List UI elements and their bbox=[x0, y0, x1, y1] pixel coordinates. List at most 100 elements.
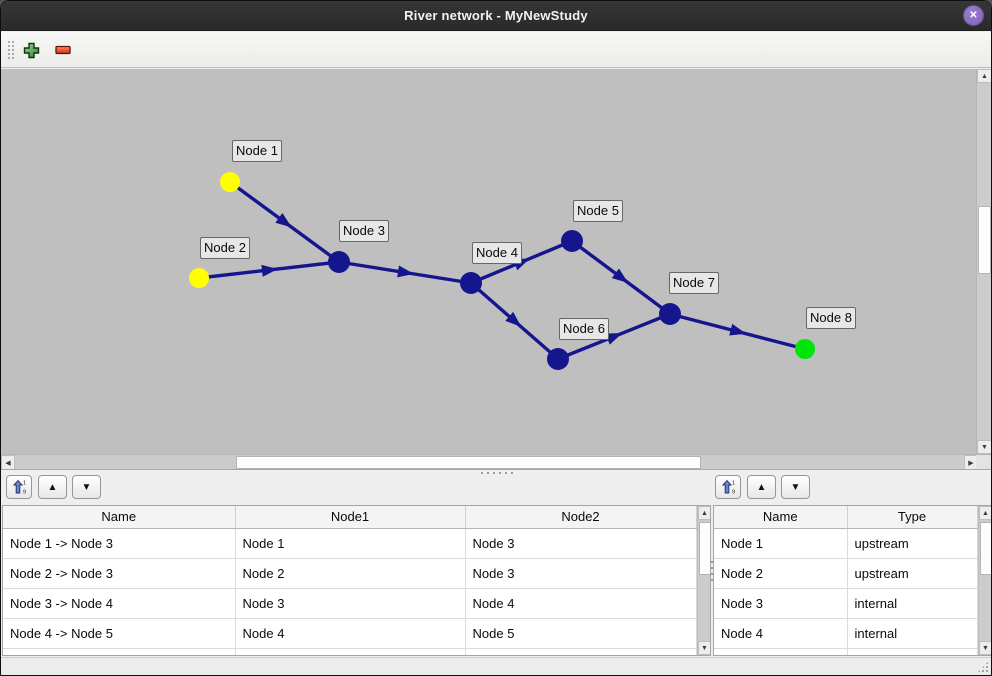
node-node-2[interactable] bbox=[189, 268, 209, 288]
links-move-down-button[interactable]: ▼ bbox=[72, 475, 101, 499]
table-cell[interactable]: Node 3 bbox=[465, 558, 697, 589]
table-cell[interactable]: Node 2 -> Node 3 bbox=[3, 558, 236, 589]
title-bar[interactable]: River network - MyNewStudy ✕ bbox=[1, 1, 991, 31]
table-cell[interactable]: Node 2 bbox=[235, 558, 466, 589]
table-row bbox=[3, 648, 697, 655]
edge-arrow-icon bbox=[397, 265, 414, 278]
column-header[interactable]: Name bbox=[3, 506, 236, 529]
horizontal-scroll-thumb[interactable] bbox=[236, 456, 701, 469]
links-table-scrollbar[interactable]: ▲ ▼ bbox=[696, 506, 710, 655]
edge-arrow-icon bbox=[729, 323, 747, 336]
table-cell[interactable]: Node 4 bbox=[714, 618, 848, 649]
node-label: Node 7 bbox=[669, 272, 719, 294]
edge-arrow-icon bbox=[611, 268, 629, 283]
node-node-1[interactable] bbox=[220, 172, 240, 192]
resize-grip[interactable] bbox=[977, 661, 989, 673]
table-cell[interactable]: Node 3 bbox=[465, 528, 697, 559]
canvas-horizontal-scrollbar[interactable]: ◀ ▶ bbox=[1, 454, 978, 470]
table-cell bbox=[465, 648, 697, 655]
table-cell[interactable]: Node 3 bbox=[714, 588, 848, 619]
node-node-7[interactable] bbox=[659, 303, 681, 325]
edge-arrow-icon bbox=[261, 264, 278, 277]
nodes-table-scrollbar[interactable]: ▲ ▼ bbox=[977, 506, 991, 655]
svg-text:1: 1 bbox=[23, 481, 26, 487]
table-cell[interactable]: Node 1 bbox=[235, 528, 466, 559]
node-node-5[interactable] bbox=[561, 230, 583, 252]
table-cell bbox=[3, 648, 236, 655]
column-header[interactable]: Node2 bbox=[465, 506, 697, 529]
canvas-vertical-scrollbar[interactable]: ▲ ▼ bbox=[976, 69, 991, 454]
left-arrow-icon: ◀ bbox=[5, 459, 11, 467]
scroll-up-button[interactable]: ▲ bbox=[978, 506, 991, 520]
table-cell[interactable]: Node 1 -> Node 3 bbox=[3, 528, 236, 559]
table-cell[interactable]: internal bbox=[847, 588, 978, 619]
table-cell[interactable]: Node 3 bbox=[235, 588, 466, 619]
close-icon: ✕ bbox=[969, 10, 978, 21]
horizontal-splitter[interactable] bbox=[1, 469, 991, 475]
table-cell[interactable]: Node 4 -> Node 5 bbox=[3, 618, 236, 649]
table-cell[interactable]: upstream bbox=[847, 558, 978, 589]
node-node-8[interactable] bbox=[795, 339, 815, 359]
edge-arrow-icon bbox=[505, 311, 522, 327]
svg-text:9: 9 bbox=[732, 490, 735, 496]
scroll-thumb[interactable] bbox=[698, 522, 710, 575]
down-arrow-icon: ▼ bbox=[982, 644, 989, 652]
links-move-up-button[interactable]: ▲ bbox=[38, 475, 67, 499]
node-label: Node 6 bbox=[559, 318, 609, 340]
scroll-left-button[interactable]: ◀ bbox=[1, 455, 15, 470]
table-cell[interactable]: Node 5 bbox=[465, 618, 697, 649]
column-header[interactable]: Node1 bbox=[235, 506, 466, 529]
node-node-3[interactable] bbox=[328, 251, 350, 273]
scroll-thumb[interactable] bbox=[979, 522, 991, 575]
node-node-4[interactable] bbox=[460, 272, 482, 294]
table-cell[interactable]: Node 4 bbox=[235, 618, 466, 649]
nodes-move-up-button[interactable]: ▲ bbox=[747, 475, 776, 499]
right-arrow-icon: ▶ bbox=[968, 459, 974, 467]
node-node-6[interactable] bbox=[547, 348, 569, 370]
table-cell bbox=[714, 648, 848, 655]
remove-button[interactable] bbox=[53, 40, 73, 60]
node-label: Node 5 bbox=[573, 200, 623, 222]
table-cell[interactable]: Node 2 bbox=[714, 558, 848, 589]
close-button[interactable]: ✕ bbox=[963, 5, 984, 26]
node-label: Node 1 bbox=[232, 140, 282, 162]
vertical-scroll-thumb[interactable] bbox=[978, 206, 991, 274]
scroll-up-button[interactable]: ▲ bbox=[977, 69, 991, 83]
down-arrow-icon: ▼ bbox=[790, 481, 801, 493]
scroll-up-button[interactable]: ▲ bbox=[697, 506, 710, 520]
table-cell[interactable]: Node 3 -> Node 4 bbox=[3, 588, 236, 619]
node-label: Node 8 bbox=[806, 307, 856, 329]
edge-arrow-icon bbox=[275, 213, 292, 228]
column-header[interactable]: Name bbox=[714, 506, 848, 529]
vertical-splitter[interactable] bbox=[710, 551, 713, 591]
table-cell[interactable]: upstream bbox=[847, 528, 978, 559]
down-arrow-icon: ▼ bbox=[701, 644, 708, 652]
table-cell bbox=[847, 648, 978, 655]
scroll-down-button[interactable]: ▼ bbox=[697, 641, 710, 655]
table-cell[interactable]: Node 1 bbox=[714, 528, 848, 559]
table-cell[interactable]: Node 4 bbox=[465, 588, 697, 619]
table-cell[interactable]: internal bbox=[847, 618, 978, 649]
scrollbar-corner bbox=[976, 454, 991, 469]
column-header[interactable]: Type bbox=[847, 506, 978, 529]
scroll-down-button[interactable]: ▼ bbox=[977, 440, 991, 454]
nodes-move-down-button[interactable]: ▼ bbox=[781, 475, 810, 499]
add-button[interactable] bbox=[21, 40, 41, 60]
links-sort-button[interactable]: 1 9 bbox=[6, 475, 32, 499]
scroll-down-button[interactable]: ▼ bbox=[978, 641, 991, 655]
nodes-sort-button[interactable]: 1 9 bbox=[715, 475, 741, 499]
toolbar-drag-handle[interactable] bbox=[7, 40, 15, 61]
